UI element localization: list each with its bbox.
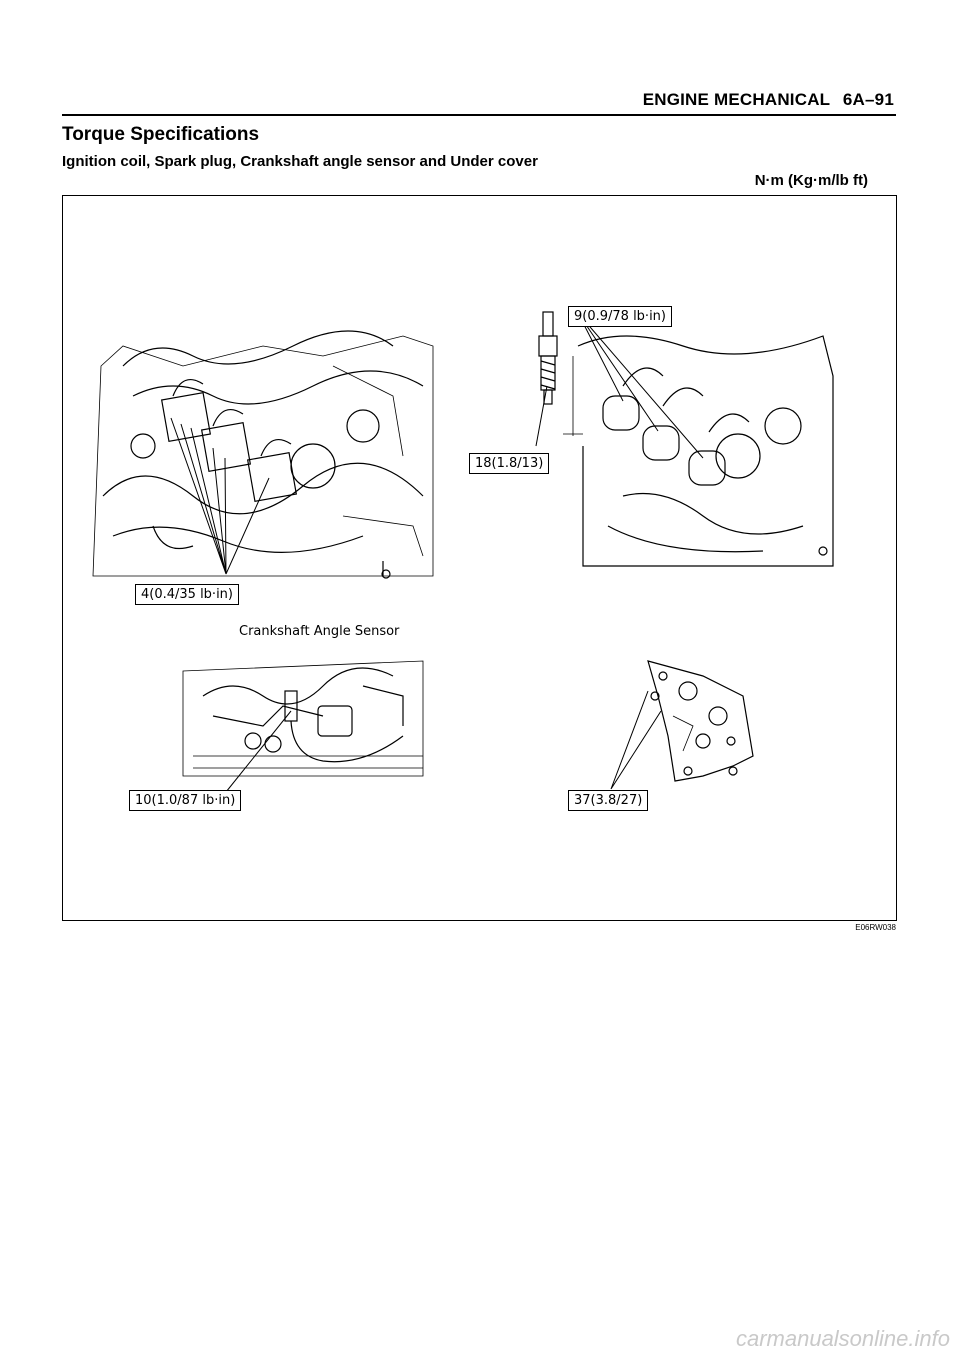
callout-ignition-coil: 4(0.4/35 lb·in) xyxy=(135,584,239,605)
torque-figure: 4(0.4/35 lb·in) 9(0.9/78 lb·in) 18(1.8/1… xyxy=(62,195,897,921)
ignition-coil-drawing xyxy=(92,330,434,579)
callout-spark-plug-tube: 9(0.9/78 lb·in) xyxy=(568,306,672,327)
header-page-number: 6A–91 xyxy=(842,90,894,109)
under-cover-drawing xyxy=(647,660,754,782)
torque-units: N·m (Kg·m/lb ft) xyxy=(754,172,868,189)
figure-code: E06RW038 xyxy=(855,923,896,932)
header-section: ENGINE MECHANICAL xyxy=(642,90,830,109)
callout-under-cover: 37(3.8/27) xyxy=(568,790,649,811)
section-subtitle: Ignition coil, Spark plug, Crankshaft an… xyxy=(62,153,538,170)
page-title: Torque Specifications xyxy=(62,124,260,145)
engine-illustration xyxy=(92,311,834,793)
crank-sensor-drawing xyxy=(182,660,424,777)
callout-crank-sensor: 10(1.0/87 lb·in) xyxy=(129,790,242,811)
callout-spark-plug: 18(1.8/13) xyxy=(469,453,550,474)
watermark: carmanualsonline.info xyxy=(735,1326,950,1351)
header-rule xyxy=(62,114,896,116)
spark-plug-drawing xyxy=(538,311,834,567)
crank-sensor-caption: Crankshaft Angle Sensor xyxy=(239,624,400,639)
page-header: ENGINE MECHANICAL 6A–91 xyxy=(635,90,894,110)
